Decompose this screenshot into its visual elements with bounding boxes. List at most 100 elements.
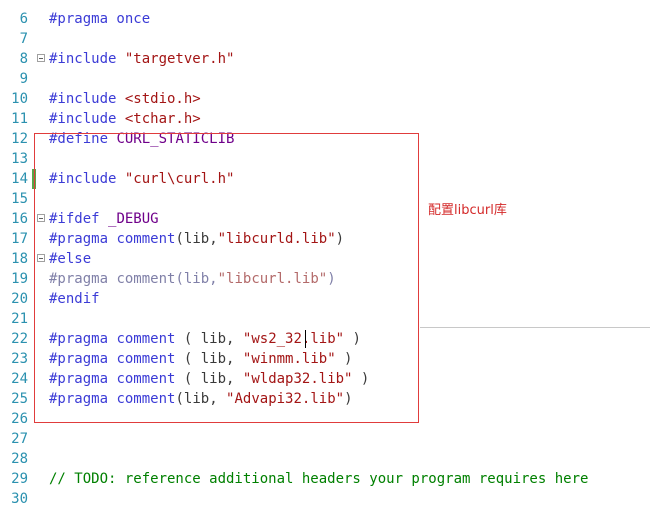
code-text: #pragma once [49,9,150,29]
code-token: ( [175,371,201,387]
line-number: 9 [19,71,28,87]
code-line[interactable]: 16#ifdef _DEBUG [0,209,650,229]
line-number: 19 [11,271,28,287]
code-token: #include [49,91,125,107]
code-line[interactable]: 17#pragma comment(lib,"libcurld.lib") [0,229,650,249]
code-token: "curl\curl.h" [124,171,235,187]
line-number: 17 [11,231,28,247]
code-token: (lib, [175,271,218,287]
code-token: ) [344,391,353,407]
code-line[interactable]: 6 #pragma once [0,9,650,29]
code-line[interactable]: 12 #define CURL_STATICLIB [0,129,650,149]
line-number: 21 [11,311,28,327]
code-line[interactable]: 15 [0,189,650,209]
code-text: #include "curl\curl.h" [49,169,234,189]
code-line[interactable]: 19 #pragma comment(lib,"libcurl.lib") [0,269,650,289]
line-number: 14 [11,171,28,187]
code-line[interactable]: 18 #else [0,249,650,269]
code-token: #pragma [49,231,117,247]
code-line[interactable]: 7 [0,29,650,49]
code-text: #pragma comment ( lib, "ws2_32.lib" ) [49,329,361,349]
code-text: #pragma comment(lib,"libcurl.lib") [49,269,336,289]
code-token: comment [116,391,176,407]
code-line[interactable]: 10#include <stdio.h> [0,89,650,109]
code-token: #else [49,251,92,267]
code-token: CURL_STATICLIB [116,131,235,147]
collapse-icon[interactable] [37,214,45,222]
collapse-icon[interactable] [37,54,45,62]
code-line[interactable]: 22 #pragma comment ( lib, "ws2_32.lib" ) [0,329,650,349]
code-token: <stdio.h> [124,91,201,107]
code-token: "wldap32.lib" [242,371,353,387]
current-line-marker [420,327,650,328]
code-token: comment [116,371,176,387]
code-token: comment [116,271,176,287]
code-token: ) [344,331,361,347]
code-text: #pragma comment ( lib, "winmm.lib" ) [49,349,352,369]
code-token: ( [175,391,184,407]
code-line[interactable]: 25#pragma comment(lib, "Advapi32.lib") [0,389,650,409]
line-number: 29 [11,471,28,487]
code-line[interactable]: 13 [0,149,650,169]
text-cursor [305,330,306,348]
code-token: #pragma [49,371,117,387]
code-line[interactable]: 27 [0,429,650,449]
line-number: 22 [11,331,28,347]
line-number: 18 [11,251,28,267]
code-line[interactable]: 14 #include "curl\curl.h" [0,169,650,189]
code-line[interactable]: 9 [0,69,650,89]
code-line[interactable]: 21 [0,309,650,329]
collapse-icon[interactable] [37,254,45,262]
line-number: 27 [11,431,28,447]
code-token: comment [116,351,176,367]
code-token: "winmm.lib" [242,351,336,367]
code-token: ( [175,231,184,247]
code-token: lib [183,391,210,407]
code-line[interactable]: 11#include <tchar.h> [0,109,650,129]
code-token: comment [116,331,176,347]
code-text: #endif [49,289,100,309]
line-number: 24 [11,371,28,387]
code-token: "ws2_32.lib" [242,331,345,347]
code-token: ) [335,351,353,367]
code-line[interactable]: 30 [0,489,650,509]
line-number: 20 [11,291,28,307]
code-line[interactable]: 26 [0,409,650,429]
code-token: #pragma once [49,11,151,27]
code-token: #endif [49,291,100,307]
code-token: lib [183,231,210,247]
line-number: 6 [19,11,28,27]
code-token: , [209,391,227,407]
code-line[interactable]: 8#include "targetver.h" [0,49,650,69]
line-number: 15 [11,191,28,207]
code-line[interactable]: 20 #endif [0,289,650,309]
code-token: "libcurl.lib" [217,271,328,287]
annotation-label: 配置libcurl库 [428,203,507,218]
code-text: // TODO: reference additional headers yo… [49,469,588,489]
code-text: #include <tchar.h> [49,109,201,129]
code-token: , [226,331,243,347]
code-token: #include [49,171,125,187]
code-token: #pragma [49,331,117,347]
code-token: "libcurld.lib" [217,231,336,247]
code-line[interactable]: 23#pragma comment ( lib, "winmm.lib" ) [0,349,650,369]
code-token: ( [175,351,201,367]
code-text: #else [49,249,91,269]
code-line[interactable]: 29 // TODO: reference additional headers … [0,469,650,489]
line-number: 16 [11,211,28,227]
code-token: ( [175,331,201,347]
line-number: 7 [19,31,28,47]
line-number: 12 [11,131,28,147]
code-token: comment [116,231,176,247]
code-token: ) [327,271,336,287]
code-line[interactable]: 28 [0,449,650,469]
code-token: #ifdef [49,211,109,227]
line-number: 13 [11,151,28,167]
code-token: #pragma [49,271,117,287]
code-line[interactable]: 24#pragma comment ( lib, "wldap32.lib" ) [0,369,650,389]
code-token: #define [49,131,117,147]
line-number: 26 [11,411,28,427]
line-number: 25 [11,391,28,407]
code-token: #pragma [49,391,117,407]
